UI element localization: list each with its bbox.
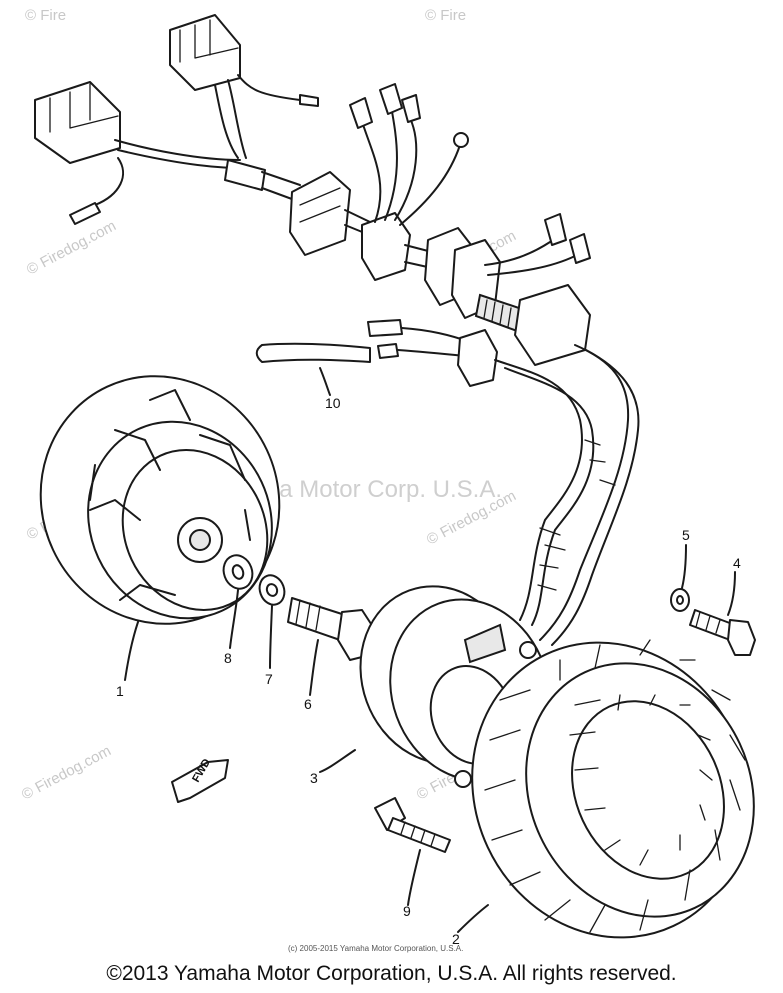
watermark-site: © Fire — [25, 7, 66, 24]
callout-4: 4 — [733, 555, 741, 571]
callout-numbers: 1 2 3 4 5 6 7 8 9 10 — [116, 395, 741, 947]
screw-9 — [374, 797, 451, 906]
small-copyright: (c) 2005-2015 Yamaha Motor Corporation, … — [288, 944, 463, 953]
screw-4 — [689, 571, 756, 656]
washer-8 — [222, 554, 254, 649]
stator-coil — [457, 639, 755, 939]
footer-copyright: ©2013 Yamaha Motor Corporation, U.S.A. A… — [106, 962, 677, 985]
callout-6: 6 — [304, 696, 312, 712]
grommet — [361, 212, 411, 281]
fwd-arrow: FWD — [171, 757, 229, 803]
rubber-tube — [255, 342, 371, 396]
washer-5 — [670, 544, 690, 612]
callout-2: 2 — [452, 931, 460, 947]
callout-5: 5 — [682, 527, 690, 543]
callout-3: 3 — [310, 770, 318, 786]
callout-9: 9 — [403, 903, 411, 919]
watermark-site: © Firedog.com — [19, 742, 114, 803]
callout-7: 7 — [265, 671, 273, 687]
callout-1: 1 — [116, 683, 124, 699]
bullet-connector — [69, 202, 101, 225]
callout-10: 10 — [325, 395, 341, 411]
wiring-harness — [34, 14, 640, 646]
washer-7 — [258, 574, 286, 669]
coupler-left — [34, 81, 121, 164]
callout-8: 8 — [224, 650, 232, 666]
watermark-site: © Firedog.com — [24, 217, 119, 278]
watermark-site: © Fire — [425, 7, 466, 24]
